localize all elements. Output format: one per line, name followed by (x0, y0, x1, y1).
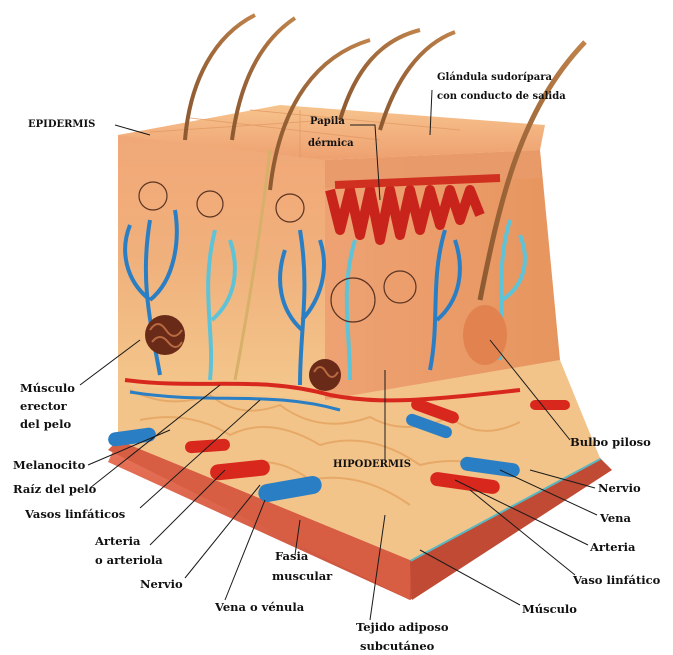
label-musculo-erector-2: erector (20, 399, 68, 413)
label-arteria-1: Arteria (94, 534, 141, 548)
label-melanocito: Melanocito (13, 458, 86, 472)
label-glandula-1: Glándula sudorípara (437, 72, 552, 83)
label-bulbo-piloso: Bulbo piloso (570, 435, 651, 449)
label-vena-venula: Vena o vénula (214, 600, 305, 614)
label-fascia-2: muscular (272, 569, 333, 583)
label-papila-2: dérmica (308, 138, 354, 149)
label-tejido-2: subcutáneo (360, 639, 435, 653)
label-nervio-left: Nervio (140, 577, 183, 591)
label-raiz-pelo: Raíz del pelo (13, 482, 97, 496)
label-vasos-linfaticos: Vasos linfáticos (24, 507, 125, 521)
label-papila-1: Papila (310, 116, 345, 127)
label-musculo-erector-1: Músculo (20, 381, 75, 395)
label-vaso-linfatico: Vaso linfático (572, 573, 661, 587)
label-epidermis: EPIDERMIS (28, 119, 95, 130)
label-arteria-2: o arteriola (95, 553, 163, 567)
label-glandula-2: con conducto de salida (437, 91, 566, 102)
label-tejido-1: Tejido adiposo (356, 620, 449, 634)
label-hipodermis: HIPODERMIS (333, 459, 411, 470)
label-musculo: Músculo (522, 602, 577, 616)
label-arteria-right: Arteria (589, 540, 636, 554)
label-fascia-1: Fasia (275, 549, 309, 563)
label-nervio-right: Nervio (598, 481, 641, 495)
label-vena-right: Vena (599, 511, 632, 525)
label-musculo-erector-3: del pelo (20, 417, 71, 431)
